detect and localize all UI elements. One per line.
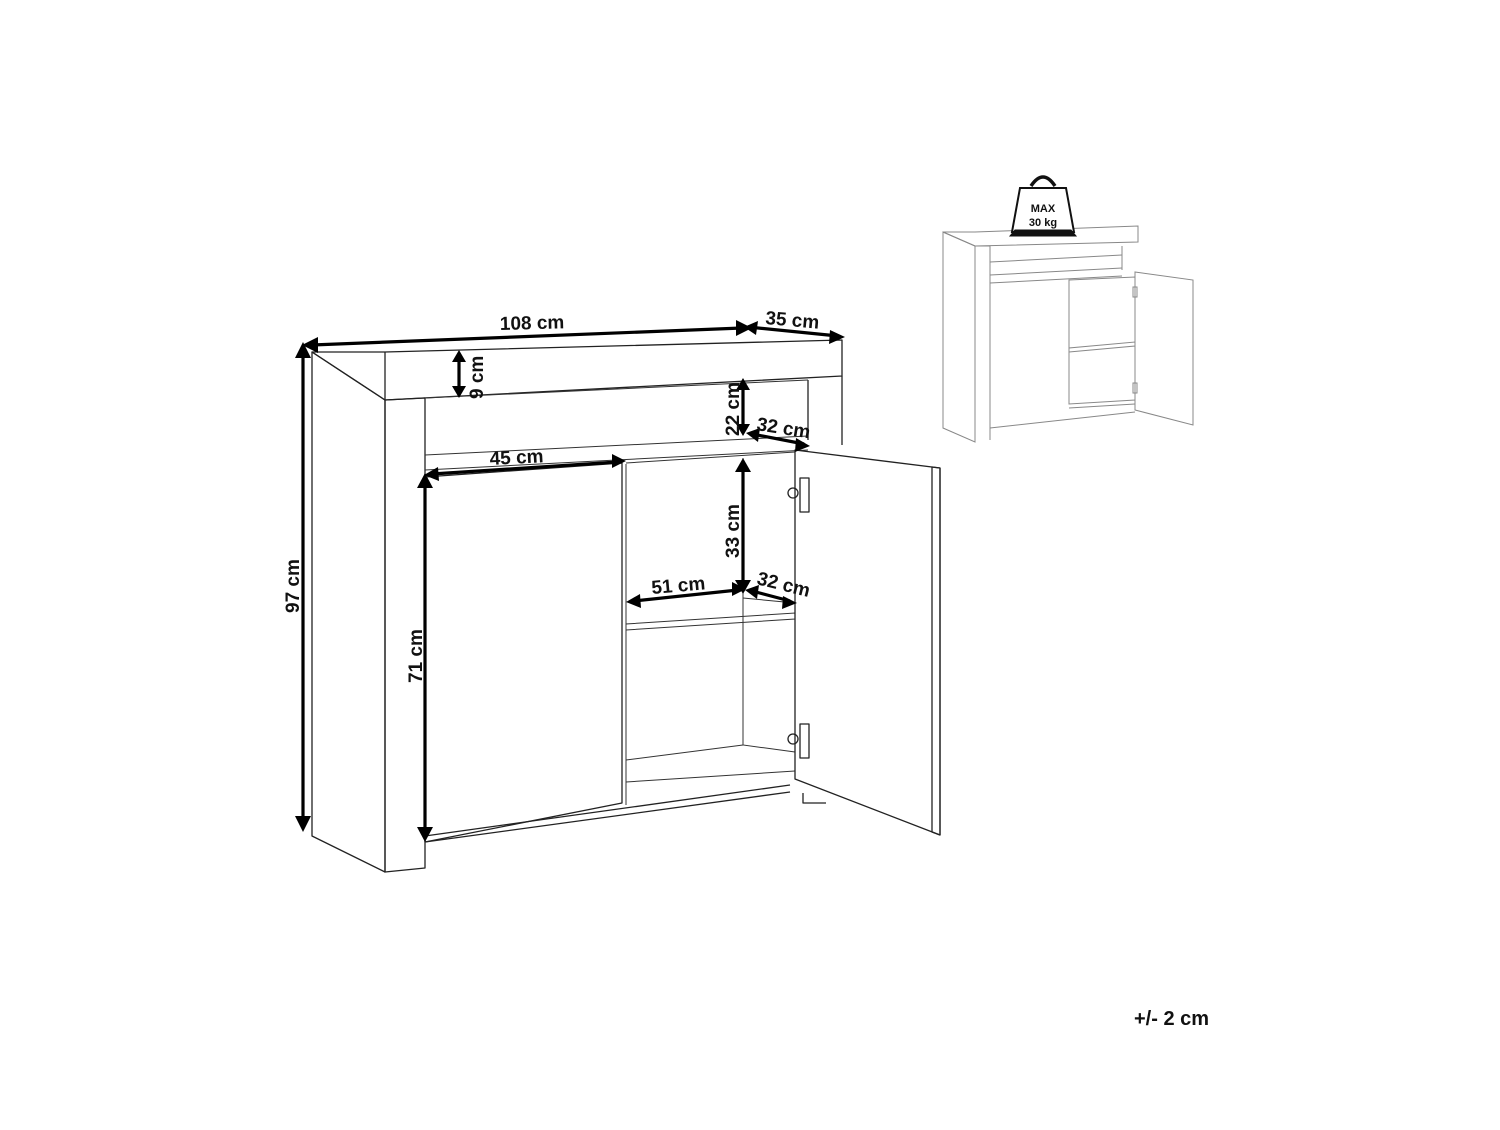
hinge-icon xyxy=(787,477,810,759)
left-compartment-width-label: 45 cm xyxy=(489,446,544,470)
max-load-value: 30 kg xyxy=(1029,217,1057,229)
niche-height-label: 22 cm xyxy=(723,382,744,436)
left-side-panel xyxy=(311,351,386,873)
reference-sideboard xyxy=(942,225,1194,443)
weight-icon: MAX 30 kg xyxy=(1008,175,1078,237)
total-width-label: 108 cm xyxy=(500,312,565,335)
right-door-open xyxy=(794,449,941,836)
shelf-width-label: 51 cm xyxy=(651,573,707,599)
cabinet-height-label: 71 cm xyxy=(406,629,427,683)
dimension-labels: 108 cm 35 cm 9 cm 22 cm 32 cm 45 cm 97 c… xyxy=(283,308,820,683)
total-height-label: 97 cm xyxy=(283,559,304,613)
total-depth-label: 35 cm xyxy=(765,308,821,334)
niche-depth-label: 32 cm xyxy=(755,414,811,443)
left-door xyxy=(424,462,623,843)
top-height-label: 9 cm xyxy=(467,356,488,399)
main-sideboard xyxy=(311,339,941,873)
max-label: MAX xyxy=(1031,203,1056,215)
tolerance-note: +/- 2 cm xyxy=(1134,1008,1210,1030)
shelf-spacing-label: 33 cm xyxy=(723,504,744,558)
dimension-arrows xyxy=(295,320,845,842)
